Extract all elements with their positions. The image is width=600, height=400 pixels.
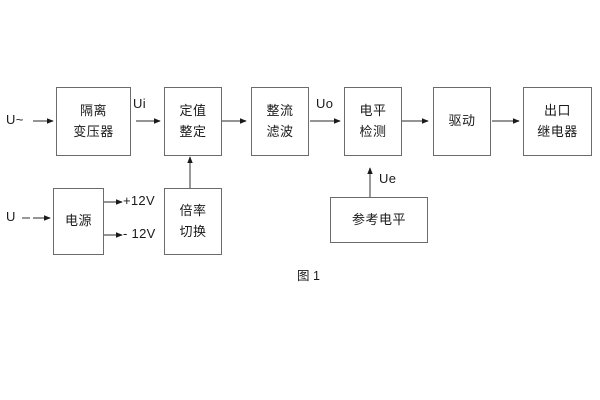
block-rectify-filter[interactable]: 整流 滤波 <box>251 87 309 156</box>
block-line-2: 切换 <box>179 223 207 239</box>
dc-input-label: U <box>6 209 16 224</box>
block-isolation-transformer[interactable]: 隔离 变压器 <box>56 87 131 156</box>
block-drive[interactable]: 驱动 <box>433 87 491 156</box>
block-output-relay[interactable]: 出口 继电器 <box>523 87 592 156</box>
ue-signal-label: Ue <box>379 171 397 186</box>
block-line-1: 驱动 <box>448 113 476 129</box>
figure-caption: 图 1 <box>297 269 320 283</box>
ui-signal-label: Ui <box>133 96 146 111</box>
block-line-1: 倍率 <box>179 203 207 219</box>
block-line-1: 整流 <box>266 103 294 119</box>
rail-positive-label: +12V <box>123 193 155 208</box>
ac-input-label: U~ <box>6 112 24 127</box>
block-line-1: 定值 <box>179 103 207 119</box>
block-level-detect[interactable]: 电平 检测 <box>344 87 402 156</box>
uo-signal-label: Uo <box>316 96 334 111</box>
block-line-2: 变压器 <box>73 123 114 139</box>
block-line-1: 电源 <box>64 213 92 229</box>
block-line-2: 检测 <box>359 123 387 139</box>
block-range-switch[interactable]: 倍率 切换 <box>164 188 222 255</box>
block-reference-level[interactable]: 参考电平 <box>330 197 428 243</box>
block-line-1: 参考电平 <box>351 211 406 227</box>
block-line-1: 出口 <box>543 103 571 119</box>
block-line-2: 继电器 <box>537 123 578 139</box>
block-line-1: 电平 <box>359 103 387 119</box>
block-setting-value[interactable]: 定值 整定 <box>164 87 222 156</box>
rail-negative-label: - 12V <box>123 226 156 241</box>
block-line-1: 隔离 <box>79 103 107 119</box>
block-line-2: 滤波 <box>266 123 294 139</box>
block-line-2: 整定 <box>179 123 207 139</box>
block-power-supply[interactable]: 电源 <box>53 188 104 255</box>
